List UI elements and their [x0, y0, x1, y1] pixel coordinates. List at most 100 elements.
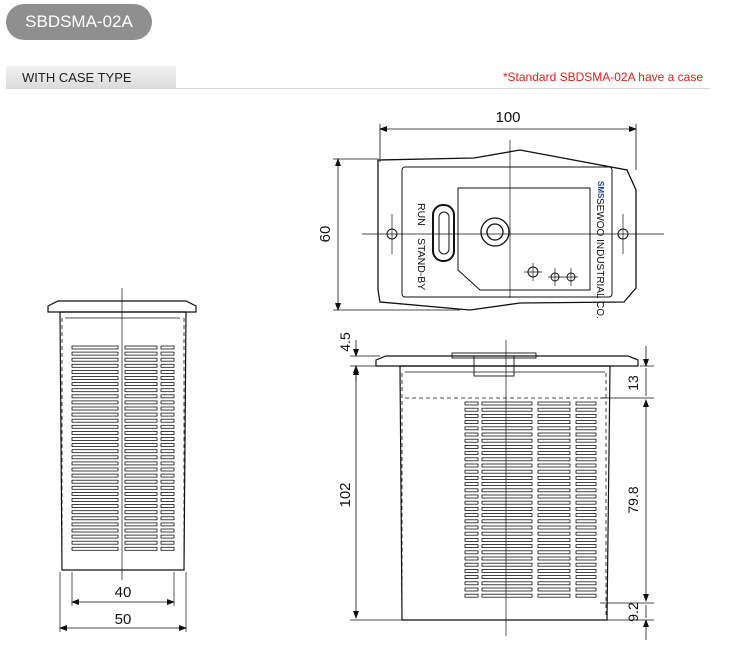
- vent-slot: [124, 467, 158, 472]
- vent-slot: [481, 556, 533, 561]
- vent-slot: [464, 550, 479, 555]
- vent-slot: [160, 461, 175, 466]
- vent-slot: [575, 506, 597, 511]
- dim-height-label: 60: [317, 226, 334, 243]
- vent-slot: [575, 550, 597, 555]
- knob-outer: [480, 217, 510, 247]
- vent-slot: [124, 528, 158, 533]
- vent-slot: [537, 494, 571, 499]
- vent-slot: [481, 488, 533, 493]
- vent-slot: [537, 519, 571, 524]
- front-vents: [464, 401, 597, 598]
- vent-slot: [537, 575, 571, 579]
- vent-slot: [575, 544, 597, 548]
- vent-slot: [537, 587, 571, 592]
- vent-slot: [481, 506, 533, 511]
- switch-slot: [432, 204, 455, 262]
- vent-slot: [464, 469, 479, 474]
- vent-slot: [481, 587, 533, 592]
- side-flange: [47, 300, 197, 313]
- vent-slot: [160, 467, 175, 472]
- vent-slot: [160, 534, 175, 539]
- vent-slot: [160, 443, 175, 448]
- dim-width-label: 100: [495, 109, 520, 126]
- vent-slot: [464, 525, 479, 530]
- vent-slot: [160, 540, 175, 545]
- vent-slot: [464, 569, 479, 573]
- vent-slot: [71, 491, 119, 496]
- vent-slot: [537, 531, 571, 536]
- vent-slot: [464, 500, 479, 505]
- vent-slot: [575, 569, 597, 573]
- vent-slot: [464, 475, 479, 480]
- vent-slot: [575, 556, 597, 561]
- vent-slot: [481, 593, 533, 598]
- vent-slot: [71, 388, 119, 393]
- vent-slot: [537, 407, 571, 412]
- vent-slot: [71, 430, 119, 435]
- vent-slot: [537, 426, 571, 431]
- model-badge: SBDSMA-02A: [6, 4, 152, 40]
- vent-slot: [160, 528, 175, 533]
- vent-slot: [481, 463, 533, 468]
- dim-top-label: 13: [625, 375, 641, 391]
- vent-slot: [481, 482, 533, 487]
- vent-slot: [160, 357, 175, 362]
- vent-slot: [481, 420, 533, 425]
- vent-slot: [464, 587, 479, 592]
- vent-slot: [71, 357, 119, 362]
- dim-inner-label: 40: [115, 584, 132, 601]
- vent-slot: [71, 528, 119, 533]
- vent-slot: [124, 522, 158, 527]
- vent-slot: [160, 498, 175, 502]
- vent-slot: [71, 406, 119, 411]
- case-note: *Standard SBDSMA-02A have a case: [502, 70, 703, 84]
- vent-slot: [124, 516, 158, 521]
- vent-slot: [464, 575, 479, 579]
- vent-slot: [71, 394, 119, 399]
- vent-slot: [481, 469, 533, 474]
- vent-slot: [537, 562, 571, 567]
- vent-slot: [124, 437, 158, 441]
- vent-slot: [575, 488, 597, 493]
- brand-name: SEWOO INDUSTRIAL CO.: [594, 198, 605, 319]
- vent-slot: [160, 376, 175, 380]
- vent-slot: [71, 351, 119, 356]
- vent-slot: [71, 498, 119, 502]
- dim-total-height-label: 102: [337, 482, 354, 507]
- vent-slot: [464, 482, 479, 487]
- section-header: WITH CASE TYPE: [6, 66, 176, 88]
- vent-slot: [71, 455, 119, 460]
- vent-slot: [481, 426, 533, 431]
- vent-slot: [464, 506, 479, 511]
- vent-slot: [537, 469, 571, 474]
- vent-slot: [160, 504, 175, 509]
- vent-slot: [537, 438, 571, 443]
- vent-slot: [464, 538, 479, 542]
- vent-slot: [481, 451, 533, 456]
- vent-slot: [71, 485, 119, 490]
- vent-slot: [160, 485, 175, 490]
- vent-slot: [464, 444, 479, 449]
- vent-slot: [537, 506, 571, 511]
- vent-slot: [71, 467, 119, 472]
- vent-slot: [481, 457, 533, 462]
- vent-slot: [124, 485, 158, 490]
- vent-slot: [575, 581, 597, 586]
- vent-slot: [71, 443, 119, 448]
- vent-slot: [124, 504, 158, 509]
- vent-slot: [575, 438, 597, 443]
- dim-bottom-label: 9.2: [625, 602, 641, 622]
- vent-slot: [124, 388, 158, 393]
- vent-slot: [124, 345, 158, 350]
- vent-slot: [71, 504, 119, 509]
- vent-slot: [160, 363, 175, 368]
- vent-slot: [160, 455, 175, 460]
- vent-slot: [464, 420, 479, 425]
- vent-slot: [575, 519, 597, 524]
- vent-slot: [575, 475, 597, 480]
- vent-slot: [160, 522, 175, 527]
- vent-slot: [124, 382, 158, 387]
- vent-slot: [124, 498, 158, 502]
- vent-slot: [464, 513, 479, 517]
